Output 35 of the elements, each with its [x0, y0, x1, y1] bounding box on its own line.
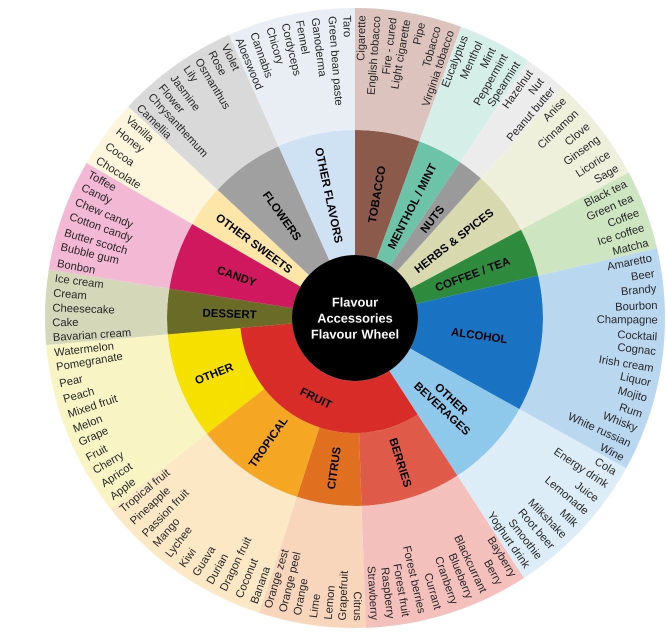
flavour-label: Cheesecake	[53, 304, 114, 314]
flavour-label: Cake	[52, 318, 78, 326]
flavour-label: Raspberry	[381, 568, 394, 618]
flavour-label: Watermelon	[54, 342, 114, 356]
flavour-label: Irish cream	[599, 355, 653, 372]
flavour-label: Grapefruit	[338, 570, 349, 620]
flavour-label: Cocktail	[618, 330, 657, 340]
flavour-label: Ice cream	[55, 274, 103, 288]
category-segment: CITRUS	[296, 427, 362, 506]
flavour-label: Cigarette	[356, 16, 367, 60]
flavour-label: Taro	[343, 16, 352, 37]
flavour-label: Beer	[631, 271, 654, 280]
flavour-label: Peach	[63, 388, 94, 402]
flavour-label: Green bean paste	[328, 16, 342, 106]
flavour-label: Cream	[54, 289, 86, 300]
flavour-label: Citrus	[354, 592, 362, 620]
category-segment: DESSERT	[167, 288, 293, 334]
flavour-label: Matcha	[612, 240, 650, 256]
flavour-label: Orange	[294, 578, 308, 615]
flavour-label: Mojito	[618, 386, 647, 402]
flavour-label: Cognac	[618, 343, 656, 355]
flavour-label: Lemon	[324, 586, 335, 619]
flavour-label: English tobacco	[366, 16, 380, 94]
flavour-label: Strawberry	[368, 566, 378, 620]
flavour-label: Pomegranate	[56, 354, 122, 370]
flavour-label: Lime	[309, 594, 320, 618]
flavour-label: Bourbon	[616, 301, 657, 311]
flavour-label: Amaretto	[608, 256, 652, 270]
flavour-label: Brandy	[621, 284, 656, 296]
flavour-label: Ganoderma	[312, 18, 325, 77]
flavour-label: Champagne	[597, 314, 658, 326]
flavour-label: Liquor	[620, 372, 652, 386]
flavour-label: Pear	[60, 376, 82, 388]
flavour-label: Bonbon	[58, 259, 95, 274]
flavour-label: Bavarian cream	[54, 330, 131, 341]
